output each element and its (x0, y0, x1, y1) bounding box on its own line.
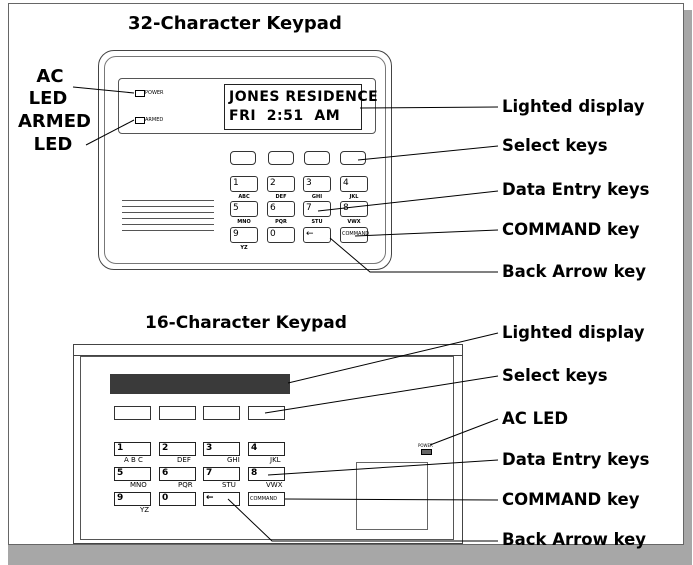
key-6-sub: PQR (275, 219, 287, 225)
armed-led-label: ARMED (145, 117, 164, 123)
select-key-c[interactable] (203, 406, 240, 420)
speaker-grille-line (122, 230, 214, 231)
power-led-label: POWER (145, 90, 164, 96)
ac-label: AC (36, 66, 64, 87)
key-6[interactable]: 6 (267, 201, 295, 217)
keypad-16-display (110, 374, 290, 394)
key-2-sub: DEF (275, 194, 287, 200)
key-4[interactable]: 4 (340, 176, 368, 192)
key-4-sub: JKL (349, 194, 359, 200)
key-5-sub: MNO (130, 481, 147, 489)
keypad-16-top-edge (73, 344, 463, 356)
select-key-a[interactable] (114, 406, 151, 420)
back-arrow-key[interactable]: ← (203, 492, 240, 506)
speaker-grille-line (122, 200, 214, 201)
key-1-sub: ABC (238, 194, 250, 200)
key-3-sub: GHI (227, 456, 240, 464)
command-key[interactable]: COMMAND (340, 227, 369, 243)
armed-label: ARMED (18, 111, 91, 132)
callout-lighted-display-bottom: Lighted display (502, 323, 645, 342)
select-key-d[interactable] (340, 151, 366, 165)
power-led (135, 90, 145, 97)
key-0[interactable]: 0 (159, 492, 196, 506)
key-0[interactable]: 0 (267, 227, 295, 243)
key-9-sub: YZ (140, 506, 150, 514)
keypad-16-power-led-label: POWER (418, 443, 433, 448)
key-9[interactable]: 9 (114, 492, 151, 506)
top-title: 32-Character Keypad (128, 13, 342, 34)
key-6-sub: PQR (178, 481, 193, 489)
speaker-grille-line (122, 224, 214, 225)
callout-data-entry-keys-top: Data Entry keys (502, 180, 650, 199)
key-9-sub: YZ (240, 245, 248, 251)
keypad-16-door-panel (356, 462, 428, 530)
key-8[interactable]: 8 (248, 467, 285, 481)
key-5-sub: MNO (237, 219, 251, 225)
callout-back-arrow-key-bottom: Back Arrow key (502, 530, 647, 549)
armed-led (135, 117, 145, 124)
callout-lighted-display-top: Lighted display (502, 97, 645, 116)
select-key-d[interactable] (248, 406, 285, 420)
key-8-sub: VWX (266, 481, 283, 489)
key-4[interactable]: 4 (248, 442, 285, 456)
callout-data-entry-keys-bottom: Data Entry keys (502, 450, 650, 469)
frame-shadow-bottom (8, 545, 692, 565)
back-arrow-key[interactable]: ← (303, 227, 331, 243)
bottom-title: 16-Character Keypad (145, 313, 347, 333)
callout-select-keys-top: Select keys (502, 136, 608, 155)
key-7-sub: STU (222, 481, 236, 489)
key-1-sub: A B C (124, 456, 143, 464)
key-2-sub: DEF (177, 456, 191, 464)
callout-back-arrow-key-top: Back Arrow key (502, 262, 647, 281)
keypad-32-display: JONES RESIDENCE FRI 2:51 AM (224, 84, 378, 130)
speaker-grille-line (122, 206, 214, 207)
key-7-sub: STU (311, 219, 323, 225)
key-5[interactable]: 5 (114, 467, 151, 481)
callout-command-key-top: COMMAND key (502, 220, 640, 239)
speaker-grille-line (122, 212, 214, 213)
key-3[interactable]: 3 (303, 176, 331, 192)
ac-led-label: LED (28, 88, 68, 109)
key-9[interactable]: 9 (230, 227, 258, 243)
key-8[interactable]: 8 (340, 201, 368, 217)
callout-ac-led-bottom: AC LED (502, 409, 569, 428)
select-key-c[interactable] (304, 151, 330, 165)
select-key-a[interactable] (230, 151, 256, 165)
speaker-grille-line (122, 218, 214, 219)
key-7[interactable]: 7 (203, 467, 240, 481)
key-1[interactable]: 1 (114, 442, 151, 456)
key-2[interactable]: 2 (159, 442, 196, 456)
frame-shadow-right (684, 10, 692, 565)
select-key-b[interactable] (159, 406, 196, 420)
key-7[interactable]: 7 (303, 201, 331, 217)
key-6[interactable]: 6 (159, 467, 196, 481)
keypad-32-display-bezel (118, 78, 376, 134)
key-4-sub: JKL (270, 456, 281, 464)
armed-led-label: LED (33, 134, 73, 155)
key-8-sub: VWX (347, 219, 361, 225)
keypad-16-power-led (421, 449, 432, 455)
key-2[interactable]: 2 (267, 176, 295, 192)
key-3[interactable]: 3 (203, 442, 240, 456)
callout-select-keys-bottom: Select keys (502, 366, 608, 385)
display-line-1: JONES RESIDENCE (229, 89, 379, 105)
key-1[interactable]: 1 (230, 176, 258, 192)
display-line-2: FRI 2:51 AM (229, 108, 341, 124)
callout-command-key-bottom: COMMAND key (502, 490, 640, 509)
figure-frame (8, 3, 684, 545)
select-key-b[interactable] (268, 151, 294, 165)
key-5[interactable]: 5 (230, 201, 258, 217)
key-3-sub: GHI (311, 194, 323, 200)
command-key[interactable]: COMMAND (248, 492, 285, 506)
